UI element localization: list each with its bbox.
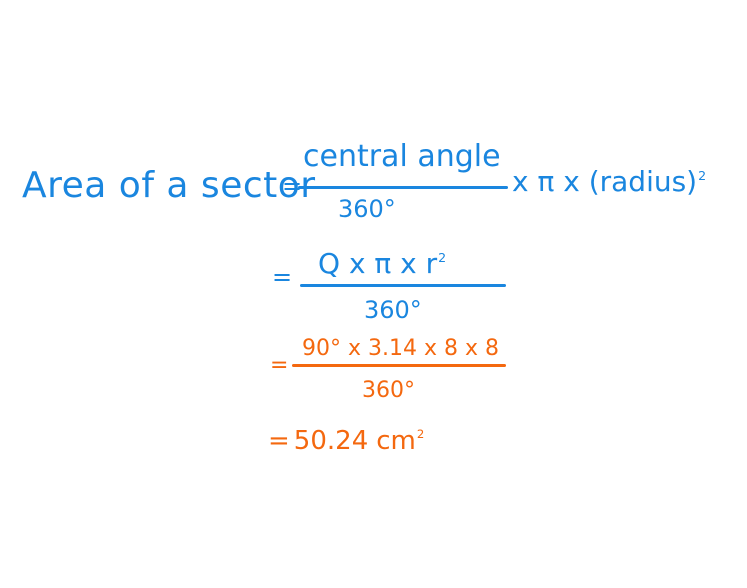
step1-denominator: 360° (364, 296, 422, 324)
formula-multiplier: x π x (radius)2 (512, 168, 706, 196)
step1-equals-sign: = (272, 263, 293, 291)
formula-fraction-bar (298, 186, 508, 189)
formula-label: Area of a sector (22, 165, 316, 206)
step1-fraction-bar (300, 284, 506, 287)
result-unit: cm (376, 426, 416, 456)
formula-exponent: 2 (698, 167, 707, 183)
step2-equals-sign: = (270, 353, 289, 378)
step1-numerator-exponent: 2 (438, 249, 447, 265)
step1-numerator: Q x π x r2 (318, 250, 446, 278)
step2-numerator: 90° x 3.14 x 8 x 8 (302, 336, 499, 361)
formula-denominator: 360° (338, 195, 396, 223)
result-unit-exponent: 2 (416, 427, 425, 442)
step2-fraction-bar (292, 364, 506, 367)
formula-numerator: central angle (303, 139, 501, 174)
step1-numerator-text: Q x π x r (318, 247, 438, 280)
result-equals-sign: = (268, 426, 290, 456)
result-value: 50.24 (293, 426, 369, 456)
formula-multiplier-text: x π x (radius) (512, 165, 698, 198)
formula-equals-sign: = (282, 172, 303, 200)
step2-denominator: 360° (362, 378, 415, 403)
